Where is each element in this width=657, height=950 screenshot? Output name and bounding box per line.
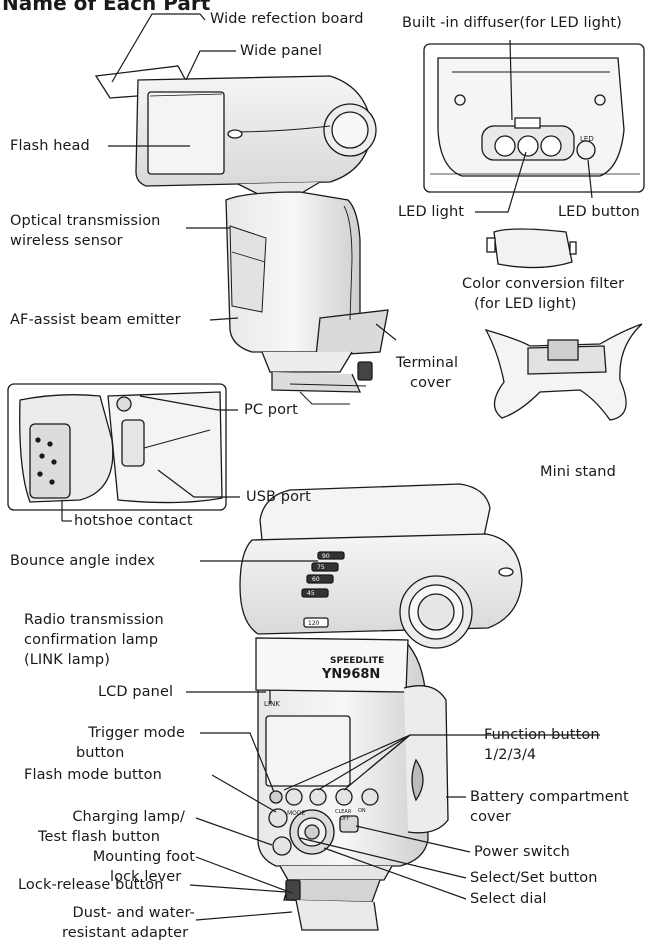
label-mounting-2: lock lever xyxy=(110,869,182,885)
label-hotshoe: hotshoe contact xyxy=(74,513,193,529)
front-flash-illustration xyxy=(239,483,523,931)
mode-text: MODE xyxy=(287,810,306,817)
label-af-assist: AF-assist beam emitter xyxy=(10,312,181,328)
label-color-filter-2: (for LED light) xyxy=(474,296,577,312)
color-filter-illustration xyxy=(486,228,577,269)
label-lock-release: Lock-release button xyxy=(18,877,164,893)
label-flash-head: Flash head xyxy=(10,138,90,154)
label-mini-stand: Mini stand xyxy=(540,464,616,480)
label-dust-2: resistant adapter xyxy=(62,925,189,941)
label-radio-3: (LINK lamp) xyxy=(24,652,110,668)
label-led-light: LED light xyxy=(398,204,465,220)
label-terminal-cover-1: Terminal xyxy=(396,355,459,371)
label-radio-1: Radio transmission xyxy=(24,612,164,628)
label-builtin-diffuser: Built -in diffuser(for LED light) xyxy=(402,15,622,31)
label-dust-1: Dust- and water- xyxy=(72,905,195,921)
label-pc-port: PC port xyxy=(244,402,298,418)
clear-text: CLEAR xyxy=(335,809,352,815)
label-trigger-1: Trigger mode xyxy=(88,725,185,741)
label-trigger-2: button xyxy=(76,745,125,761)
label-wide-panel: Wide panel xyxy=(240,43,323,59)
label-select-dial: Select dial xyxy=(470,891,547,907)
label-optical-sensor-2: wireless sensor xyxy=(10,233,123,249)
on-text: ON xyxy=(358,808,366,814)
angle-75: 75 xyxy=(317,564,325,571)
leader-lines xyxy=(61,13,600,921)
port-detail xyxy=(7,383,227,511)
angle-60: 60 xyxy=(312,576,320,583)
angle-120: 120 xyxy=(308,620,320,627)
label-battery-2: cover xyxy=(470,809,511,825)
label-terminal-cover-2: cover xyxy=(410,375,451,391)
label-battery-1: Battery compartment xyxy=(470,789,629,805)
label-select-set: Select/Set button xyxy=(470,870,598,886)
label-wide-reflection-board: Wide refection board xyxy=(210,11,364,27)
page-title: Name of Each Part xyxy=(2,0,211,15)
label-optical-sensor-1: Optical transmission xyxy=(10,213,161,229)
angle-90: 90 xyxy=(322,553,330,560)
link-text: LINK xyxy=(264,700,280,708)
label-flash-mode: Flash mode button xyxy=(24,767,162,783)
label-charging-1: Charging lamp/ xyxy=(72,809,185,825)
label-radio-2: confirmation lamp xyxy=(24,632,159,648)
mini-stand-illustration xyxy=(484,323,643,421)
label-function-btn-2: 1/2/3/4 xyxy=(484,747,537,763)
label-function-btn-1: Function button xyxy=(484,727,600,743)
led-mini-text: LED xyxy=(580,135,594,143)
label-bounce-index: Bounce angle index xyxy=(10,553,156,569)
label-usb-port: USB port xyxy=(246,489,311,505)
label-charging-2: Test flash button xyxy=(38,829,161,845)
label-color-filter-1: Color conversion filter xyxy=(462,276,625,292)
diffuser-detail xyxy=(423,43,645,193)
off-text: OFF xyxy=(340,816,350,822)
angle-45: 45 xyxy=(307,590,315,597)
label-led-button: LED button xyxy=(558,204,640,220)
top-flash-illustration xyxy=(94,65,389,405)
label-mounting-1: Mounting foot xyxy=(92,849,195,865)
speedlite-text: SPEEDLITE xyxy=(330,656,384,666)
label-power-switch: Power switch xyxy=(474,844,570,860)
model-text: YN968N xyxy=(321,667,380,682)
label-lcd-panel: LCD panel xyxy=(98,684,174,700)
